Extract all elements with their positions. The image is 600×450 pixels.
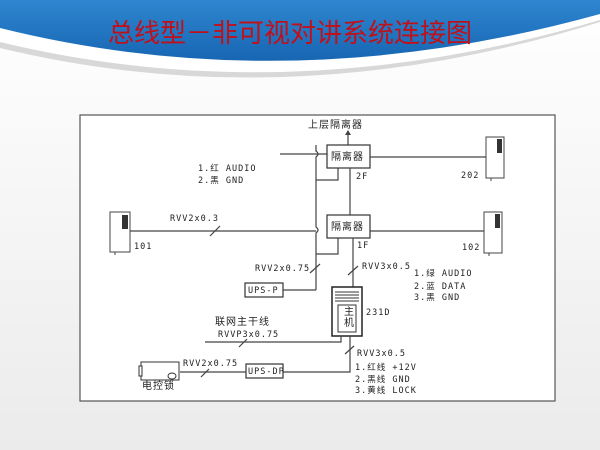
floor-2f-label: 2F (356, 172, 368, 182)
header-band-white (0, 14, 600, 73)
wire-note-host-3: 3.黑 GND (414, 293, 460, 303)
room-102-label: 102 (462, 243, 480, 253)
loop-1f (316, 238, 339, 255)
cable-101-label: RVV2x0.3 (170, 214, 219, 224)
host-label: 主机 (342, 306, 354, 328)
trunk-line (205, 336, 342, 343)
electric-lock-icon (138, 361, 180, 381)
header-band (0, 0, 600, 61)
floor-1f-label: 1F (357, 241, 369, 251)
upper-isolator-label: 上层隔离器 (308, 118, 363, 131)
loop-2f (316, 168, 339, 181)
ups-dp-label: UPS-DP (248, 367, 285, 377)
arrow-up-icon (345, 130, 351, 135)
diagram-frame (79, 114, 556, 402)
indoor-unit-102 (483, 211, 503, 256)
indoor-unit-101 (109, 211, 131, 255)
lock-branch-line (283, 336, 351, 373)
wire-note-lock-1: 1.红线 +12V (355, 362, 417, 373)
isolator-2f-label: 隔离器 (331, 150, 364, 163)
room-202-label: 202 (461, 171, 479, 181)
trunk-cable-label: RVVP3x0.75 (218, 330, 279, 340)
indoor-unit-202 (485, 136, 505, 181)
cable-lock-label: RVV2x0.75 (183, 359, 238, 369)
wire-note-top-1: 1.红 AUDIO (198, 163, 256, 174)
host-model-label: 231D (366, 308, 390, 318)
room-101-label: 101 (134, 242, 152, 252)
cable-ups-p-label: RVV2x0.75 (255, 264, 310, 274)
page-title: 总线型－非可视对讲系统连接图 (108, 19, 472, 49)
wire-note-lock-3: 3.黄线 LOCK (355, 385, 417, 396)
cable-host-top-label: RVV3x0.5 (362, 262, 411, 272)
wiring-diagram: 上层隔离器 隔离器 2F 隔离器 1F RVV2x0.3 1.红 AUDIO 2… (79, 114, 556, 402)
wire-note-host-2: 2.蓝 DATA (414, 281, 466, 292)
host-unit (331, 286, 363, 337)
trunk-label: 联网主干线 (215, 315, 270, 328)
wire-note-host-1: 1.绿 AUDIO (414, 268, 472, 279)
ups-p-label: UPS-P (248, 286, 279, 296)
wire-note-lock-2: 2.黑线 GND (355, 374, 411, 385)
lock-label: 电控锁 (142, 379, 175, 392)
wire-note-top-2: 2.黑 GND (198, 176, 244, 186)
ups-dp-box (245, 363, 284, 379)
cable-host-bottom-label: RVV3x0.5 (357, 349, 406, 359)
isolator-1f (326, 214, 371, 239)
cable-slash (209, 225, 221, 237)
bus-line (315, 150, 319, 290)
isolator-1f-label: 隔离器 (331, 220, 364, 233)
